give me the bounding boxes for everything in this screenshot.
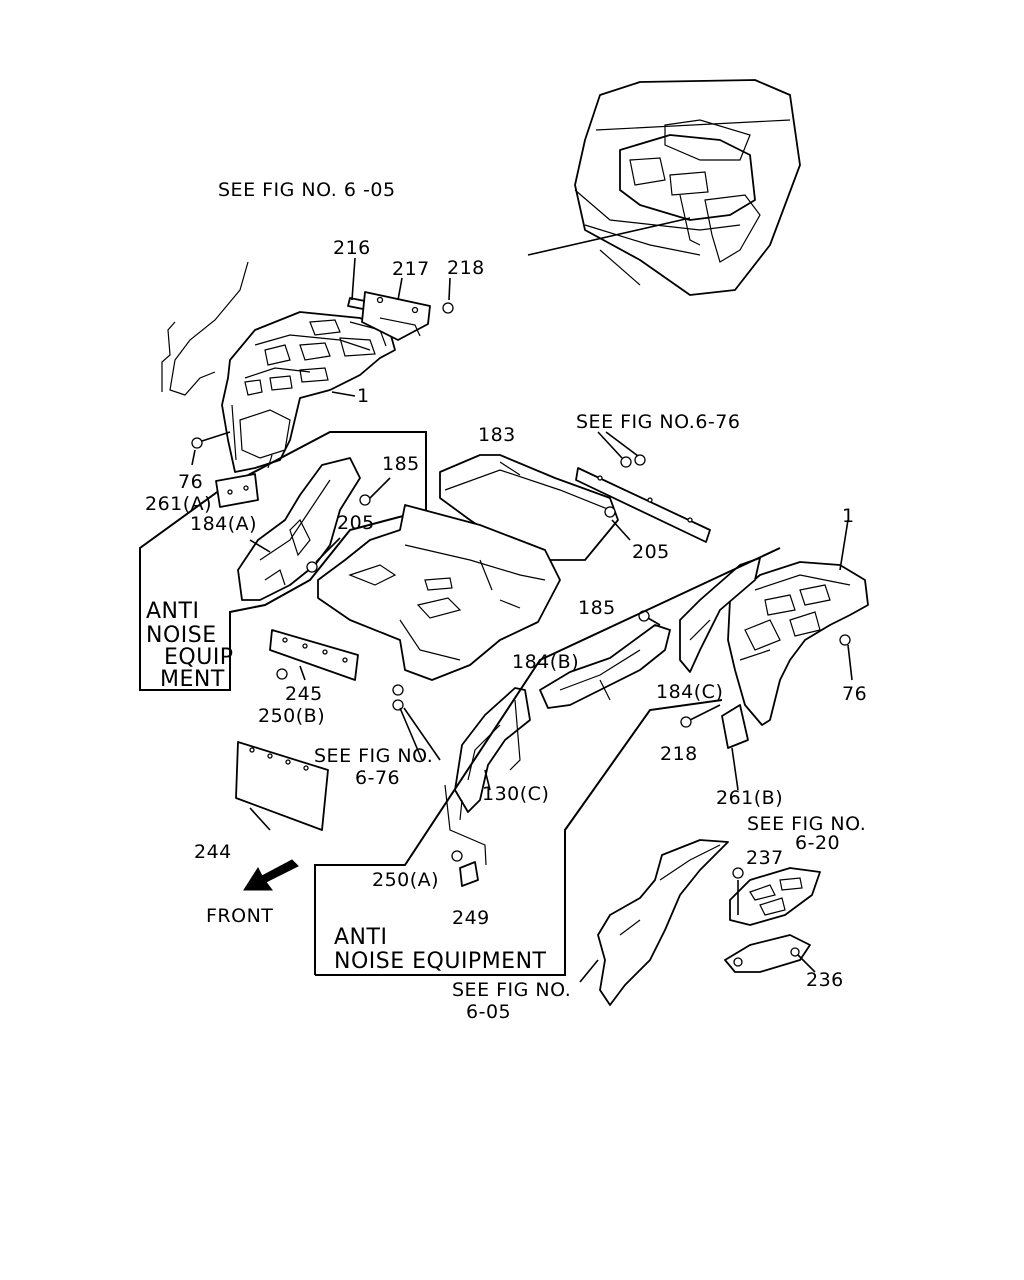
right-assembly: [679, 519, 869, 791]
front-label: FRONT: [206, 905, 273, 927]
front-arrow-icon: [243, 859, 299, 891]
callout-261a: 261(A): [145, 493, 212, 515]
callout-183: 183: [478, 424, 516, 446]
callout-216: 216: [333, 237, 371, 259]
anti-noise-box-left: [139, 431, 427, 691]
ref-fig-676-mid-line2: 6-76: [355, 767, 400, 789]
callout-184b: 184(B): [512, 651, 579, 673]
callout-185-left: 185: [382, 453, 420, 475]
callout-205-right: 205: [632, 541, 670, 563]
callout-130c: 130(C): [482, 783, 549, 805]
ref-fig-676-top: SEE FIG NO.6-76: [576, 411, 740, 433]
callout-261b: 261(B): [716, 787, 783, 809]
callout-249: 249: [452, 907, 490, 929]
ref-fig-605-bot-line2: 6-05: [466, 1001, 511, 1023]
bottom-right-parts: [579, 839, 821, 1006]
anti-noise-left-line2: NOISE: [146, 623, 217, 648]
anti-noise-bottom-line2: NOISE EQUIPMENT: [334, 949, 547, 974]
ref-fig-620-line2: 6-20: [795, 832, 840, 854]
anti-noise-box-bottom: [314, 547, 781, 976]
bolt-76-left: [191, 431, 231, 466]
central-floor: [317, 454, 619, 681]
callout-218-bottom: 218: [660, 743, 698, 765]
callout-245: 245: [285, 683, 323, 705]
ref-fig-620-line1: SEE FIG NO.: [747, 813, 866, 835]
callout-205-left: 205: [337, 512, 375, 534]
callout-250a: 250(A): [372, 869, 439, 891]
anti-noise-left-line1: ANTI: [146, 599, 199, 624]
rear-rail: [575, 431, 711, 543]
mud-flap-244: [235, 741, 329, 831]
callout-236: 236: [806, 969, 844, 991]
anti-noise-left-line4: MENT: [160, 667, 225, 692]
callout-244: 244: [194, 841, 232, 863]
upper-floor-assembly: [161, 261, 396, 473]
callout-218-top: 218: [447, 257, 485, 279]
anti-noise-left-line3: EQUIP: [164, 645, 234, 670]
callout-76-right: 76: [842, 683, 867, 705]
callout-184a: 184(A): [190, 513, 257, 535]
callout-185-mid: 185: [578, 597, 616, 619]
callout-237: 237: [746, 847, 784, 869]
strip-245: [269, 629, 359, 681]
callout-217: 217: [392, 258, 430, 280]
ref-fig-605-top: SEE FIG NO. 6 -05: [218, 179, 396, 201]
callout-1-right: 1: [842, 505, 855, 527]
ref-fig-676-mid-line1: SEE FIG NO.: [314, 745, 433, 767]
callout-250b: 250(B): [258, 705, 325, 727]
upper-brackets: [347, 257, 454, 341]
callout-184c: 184(C): [656, 681, 723, 703]
parts-249-250a: [444, 784, 487, 887]
vehicle-overview: [527, 79, 801, 296]
callout-1-top: 1: [357, 385, 370, 407]
callout-76-left: 76: [178, 471, 203, 493]
ref-fig-605-bot-line1: SEE FIG NO.: [452, 979, 571, 1001]
bolts-mid: [392, 684, 441, 761]
anti-noise-bottom-line1: ANTI: [334, 925, 387, 950]
